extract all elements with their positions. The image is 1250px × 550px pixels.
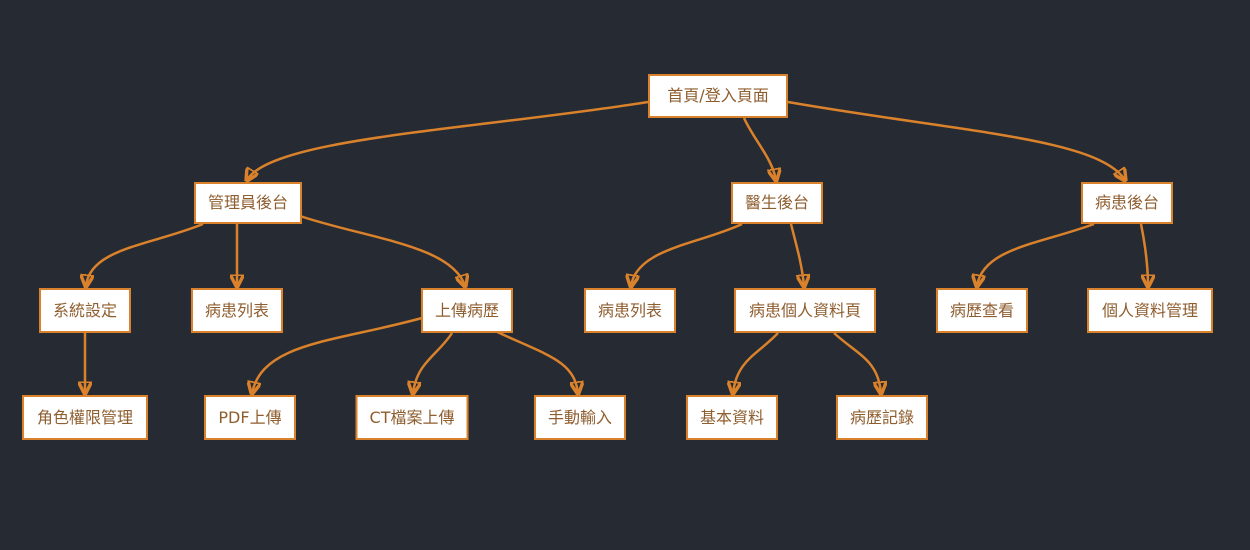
edge-profile-reclog (833, 332, 881, 393)
node-patient-list-doctor: 病患列表 (583, 288, 677, 333)
node-role-permission: 角色權限管理 (22, 395, 148, 440)
node-profile-management: 個人資料管理 (1087, 288, 1213, 333)
edge-doctor-plist (631, 222, 743, 286)
edge-admin-system (86, 222, 204, 286)
node-patient-backend: 病患後台 (1080, 182, 1174, 224)
edge-home-patient (787, 100, 1125, 180)
edge-home-doctor (742, 117, 776, 180)
node-basic-info: 基本資料 (685, 395, 779, 440)
node-record-view: 病歷查看 (935, 288, 1029, 333)
node-patient-list-admin: 病患列表 (190, 288, 284, 333)
edge-patient-pmgmt (1139, 223, 1148, 286)
node-record-log: 病歷記錄 (835, 395, 929, 440)
node-upload-record: 上傳病歷 (420, 288, 514, 333)
node-system-settings: 系統設定 (38, 288, 132, 333)
edge-patient-recview (977, 222, 1095, 286)
edge-upload-pdf (252, 316, 423, 393)
node-ct-file-upload: CT檔案上傳 (355, 395, 469, 440)
edge-home-admin (247, 100, 649, 180)
edge-upload-manual (492, 328, 578, 393)
node-doctor-backend: 醫生後台 (730, 182, 824, 224)
edge-admin-upload (299, 214, 465, 286)
node-admin-backend: 管理員後台 (193, 182, 303, 224)
node-manual-input: 手動輸入 (533, 395, 627, 440)
node-pdf-upload: PDF上傳 (204, 395, 296, 440)
edge-doctor-profile (789, 223, 804, 286)
edge-upload-ct (413, 332, 454, 393)
node-home-login: 首頁/登入頁面 (648, 74, 788, 118)
node-patient-profile-page: 病患個人資料頁 (734, 288, 876, 333)
edge-profile-basic (733, 332, 779, 393)
